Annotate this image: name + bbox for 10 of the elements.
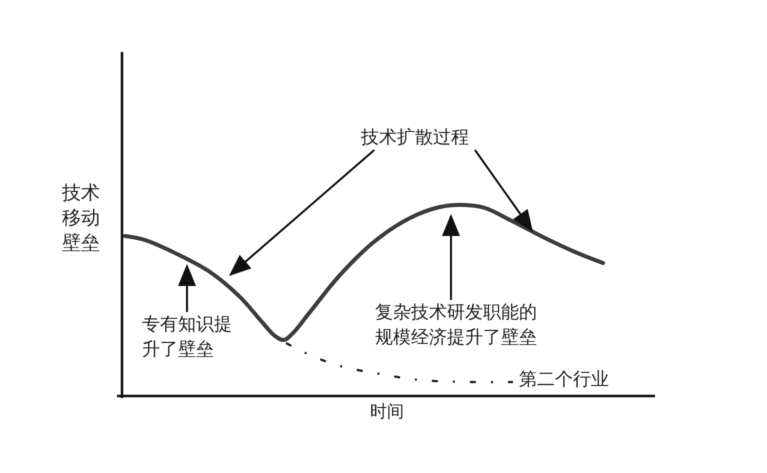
annotation-text: 技术扩散过程 [361,126,470,150]
arrow [229,149,375,276]
arrow [474,149,533,232]
arrow [178,264,196,312]
annotation-text: 复杂技术研发职能的规模经济提升了壁垒 [375,301,538,350]
annotation-text: 专有知识提升了壁垒 [142,313,233,362]
axis-title: 技术移动壁垒 [62,181,101,256]
curve-label: 第二个行业 [519,368,610,392]
arrow [442,214,460,300]
axis-title: 时间 [370,401,405,423]
